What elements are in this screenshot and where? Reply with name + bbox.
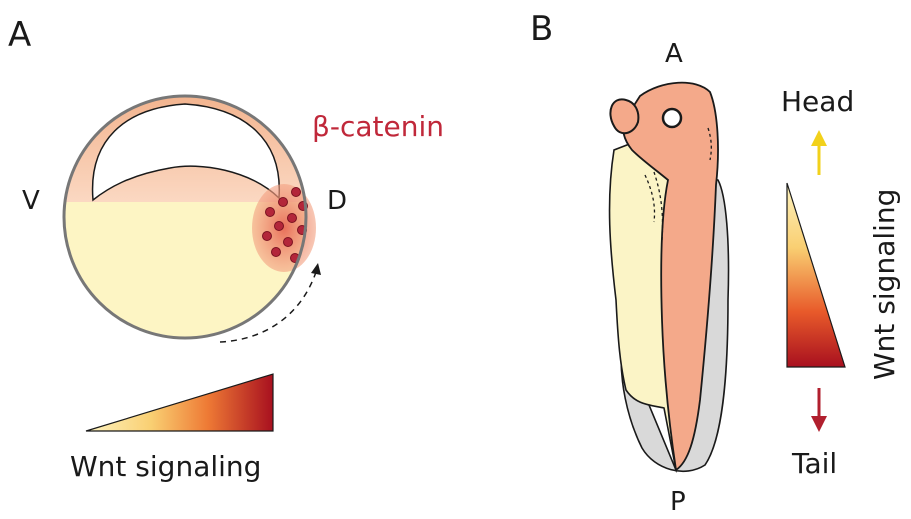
head-arrow [811,130,827,175]
wnt-gradient-wedge-b [787,183,845,367]
beta-catenin-label: β-catenin [312,110,444,143]
posterior-label: P [670,487,686,517]
wnt-signaling-label-a: Wnt signaling [70,450,261,483]
panel-a-letter: A [8,15,31,55]
blastula-embryo [60,90,320,342]
embryo-eye [663,109,681,127]
wnt-signaling-label-b: Wnt signaling [868,189,901,380]
anterior-label: A [665,39,683,69]
tail-arrow [811,388,827,432]
dorsal-label: D [327,186,347,216]
wnt-gradient-wedge-a [86,374,273,431]
tail-label: Tail [791,447,837,480]
embryo-head-bump [610,99,638,133]
head-label: Head [781,85,854,118]
ventral-label: V [22,186,40,216]
panel-b-letter: B [530,9,553,49]
tailbud-embryo [610,83,729,472]
